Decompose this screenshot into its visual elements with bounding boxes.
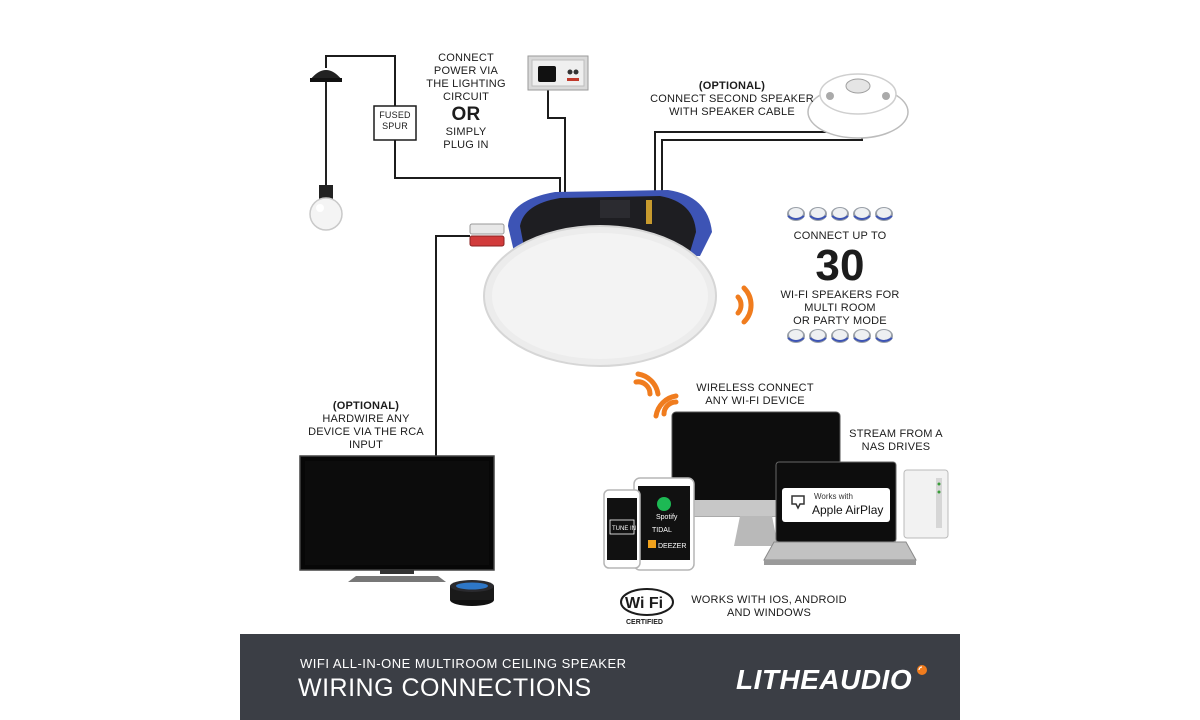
wifi-logo-text: Wi Fi [625, 595, 663, 612]
second-speaker-label: (OPTIONAL) CONNECT SECOND SPEAKER WITH S… [650, 80, 814, 119]
wifi-certified-text: CERTIFIED [626, 619, 663, 626]
airplay-small-text: Works with [814, 492, 853, 501]
multi-room-label: CONNECT UP TO 30 WI-FI SPEAKERS FOR MULT… [776, 230, 904, 328]
wifi-signal-icon [735, 285, 754, 325]
fused-spur-line-2: SPUR [382, 121, 408, 131]
rca-optional: (OPTIONAL) [332, 400, 400, 412]
ceiling-speaker-icon [483, 190, 717, 367]
speaker-count-text: 30 [815, 241, 865, 290]
second-speaker-icon [807, 73, 909, 139]
rca-line-1: HARDWIRE ANY [322, 413, 410, 425]
second-speaker-line-1: CONNECT SECOND SPEAKER [650, 93, 814, 105]
works-with-line-1: WORKS WITH IOS, ANDROID [691, 594, 847, 606]
tablet-icon: Spotify TIDAL DEEZER [633, 477, 695, 571]
top-speaker-4 [853, 207, 871, 221]
multi-room-line-2: MULTI ROOM [804, 302, 876, 314]
footer-title: WIRING CONNECTIONS [298, 674, 592, 702]
fused-spur-box [373, 105, 417, 141]
multi-room-line-1: WI-FI SPEAKERS FOR [780, 289, 900, 301]
top-speaker-2 [809, 207, 827, 221]
spotify-text: Spotify [656, 514, 678, 521]
wireless-label: WIRELESS CONNECT ANY WI-FI DEVICE [690, 382, 820, 408]
top-speaker-1 [787, 207, 805, 221]
wall-socket-icon [527, 55, 589, 91]
connect-power-line-4: CIRCUIT [442, 91, 489, 103]
wifi-signal-icon-3 [653, 393, 679, 419]
bottom-speaker-1 [787, 329, 805, 343]
tv-icon [299, 455, 495, 582]
rca-plugs [469, 223, 505, 247]
power-wire-plug [547, 84, 566, 198]
wireless-line-1: WIRELESS CONNECT [696, 382, 814, 394]
nas-drive-icon [903, 469, 949, 539]
light-bulb-icon [309, 185, 343, 231]
phone-icon: TUNE IN [603, 489, 641, 569]
nas-line-2: NAS DRIVES [861, 441, 931, 453]
connect-power-line-1: CONNECT [438, 52, 494, 64]
footer-banner: WIFI ALL-IN-ONE MULTIROOM CEILING SPEAKE… [240, 634, 960, 720]
plug-in-line-1: SIMPLY [445, 126, 487, 138]
nas-label: STREAM FROM A NAS DRIVES [846, 428, 946, 454]
brand-logo: LITHEAUDIO [736, 664, 913, 695]
second-speaker-optional: (OPTIONAL) [698, 80, 766, 92]
plug-in-line-2: PLUG IN [443, 139, 489, 151]
smart-speaker-icon [450, 580, 494, 606]
connect-power-line-2: POWER VIA [433, 65, 499, 77]
laptop-icon: Works with Apple AirPlay [763, 461, 917, 565]
tidal-text: TIDAL [652, 527, 672, 534]
fused-spur-label: FUSED SPUR [374, 110, 416, 132]
multi-room-line-3: OR PARTY MODE [793, 315, 887, 327]
fused-spur-line-1: FUSED [379, 110, 411, 120]
speaker-row-top [787, 207, 893, 221]
wireless-line-2: ANY WI-FI DEVICE [705, 395, 805, 407]
connect-power-label: CONNECT POWER VIA THE LIGHTING CIRCUIT O… [418, 52, 514, 152]
bottom-speaker-4 [853, 329, 871, 343]
bottom-speaker-3 [831, 329, 849, 343]
works-with-label: WORKS WITH IOS, ANDROID AND WINDOWS [684, 594, 854, 620]
airplay-big-text: Apple AirPlay [812, 503, 883, 517]
deezer-text: DEEZER [658, 543, 686, 550]
footer-subtitle: WIFI ALL-IN-ONE MULTIROOM CEILING SPEAKE… [300, 656, 627, 671]
power-wire-lighting [325, 55, 396, 106]
power-wire-spur-out [394, 140, 561, 200]
rca-line-3: INPUT [349, 439, 383, 451]
tunein-text: TUNE IN [612, 526, 636, 532]
bottom-speaker-2 [809, 329, 827, 343]
brand-wifi-icon [917, 665, 927, 675]
rca-line-2: DEVICE VIA THE RCA [308, 426, 424, 438]
wifi-signal-icon-2 [633, 371, 661, 397]
rca-wire [435, 235, 470, 458]
top-speaker-3 [831, 207, 849, 221]
speaker-row-bottom [787, 329, 893, 343]
wifi-certified-logo: Wi Fi CERTIFIED [620, 588, 674, 626]
rca-label: (OPTIONAL) HARDWIRE ANY DEVICE VIA THE R… [304, 400, 428, 452]
bottom-speaker-5 [875, 329, 893, 343]
nas-line-1: STREAM FROM A [849, 428, 943, 440]
works-with-line-2: AND WINDOWS [726, 607, 812, 619]
connect-up-to-text: CONNECT UP TO [793, 230, 887, 242]
connect-power-line-3: THE LIGHTING [426, 78, 506, 90]
or-label: OR [451, 104, 481, 125]
second-speaker-line-2: WITH SPEAKER CABLE [669, 106, 795, 118]
top-speaker-5 [875, 207, 893, 221]
ceiling-rose-icon [310, 70, 342, 185]
